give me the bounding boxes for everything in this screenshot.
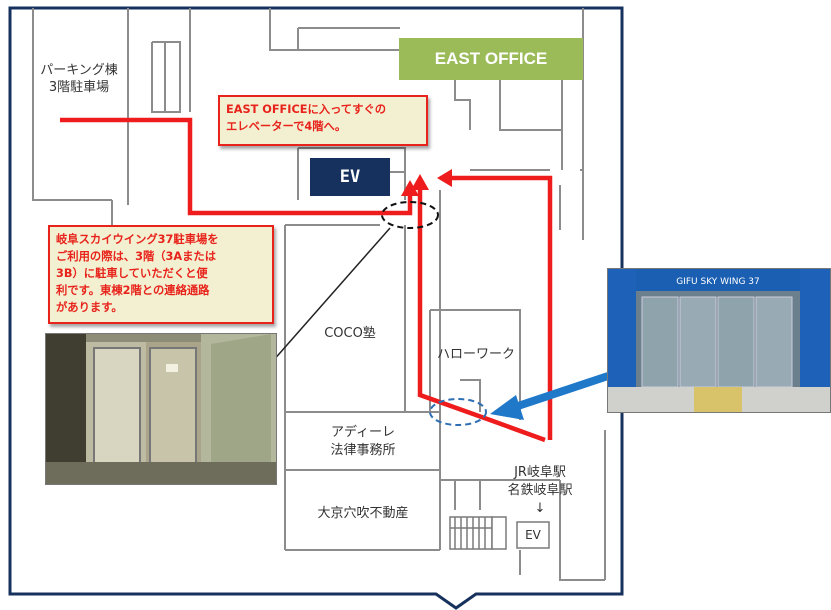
- route-arrowheads: [401, 169, 452, 196]
- parking-label: パーキング棟 3階駐車場: [40, 63, 118, 95]
- entrance-sign: GIFU SKY WING 37: [676, 277, 759, 287]
- arrowhead-middle: [411, 174, 429, 190]
- photo-leader-line: [271, 227, 391, 363]
- room-hello-work: ハローワーク: [436, 347, 515, 362]
- elevator-label: EV: [310, 158, 390, 196]
- room-daikyo: 大京穴吹不動産: [317, 506, 409, 521]
- small-elevator-label: EV: [525, 528, 541, 542]
- route-from-station: [417, 190, 546, 443]
- entrance-arrow: [490, 372, 610, 420]
- entrance-photo: GIFU SKY WING 37: [607, 268, 831, 413]
- entrance-marker: [429, 398, 487, 426]
- route-from-parking: [60, 117, 413, 216]
- arrowhead-right: [437, 169, 452, 187]
- connection-marker: [381, 201, 439, 229]
- room-aderire: アディーレ 法律事務所: [330, 425, 396, 458]
- room-coco: COCO塾: [324, 326, 376, 341]
- route-east-side: [445, 175, 553, 440]
- east-office-label: EAST OFFICE: [399, 38, 583, 80]
- building-walls: [32, 8, 606, 581]
- interior-door-photo: [45, 333, 277, 485]
- station-label: JR岐阜駅 名鉄岐阜駅 ↓: [507, 465, 573, 516]
- staircase: [449, 516, 550, 550]
- note-elevator: EAST OFFICEに入ってすぐの エレベーターで4階へ。: [218, 95, 428, 146]
- arrowhead-left: [401, 180, 419, 196]
- route-lines: [60, 117, 553, 443]
- note-parking: 岐阜スカイウイング37駐車場を ご利用の際は、3階（3Aまたは 3B）に駐車して…: [48, 225, 274, 324]
